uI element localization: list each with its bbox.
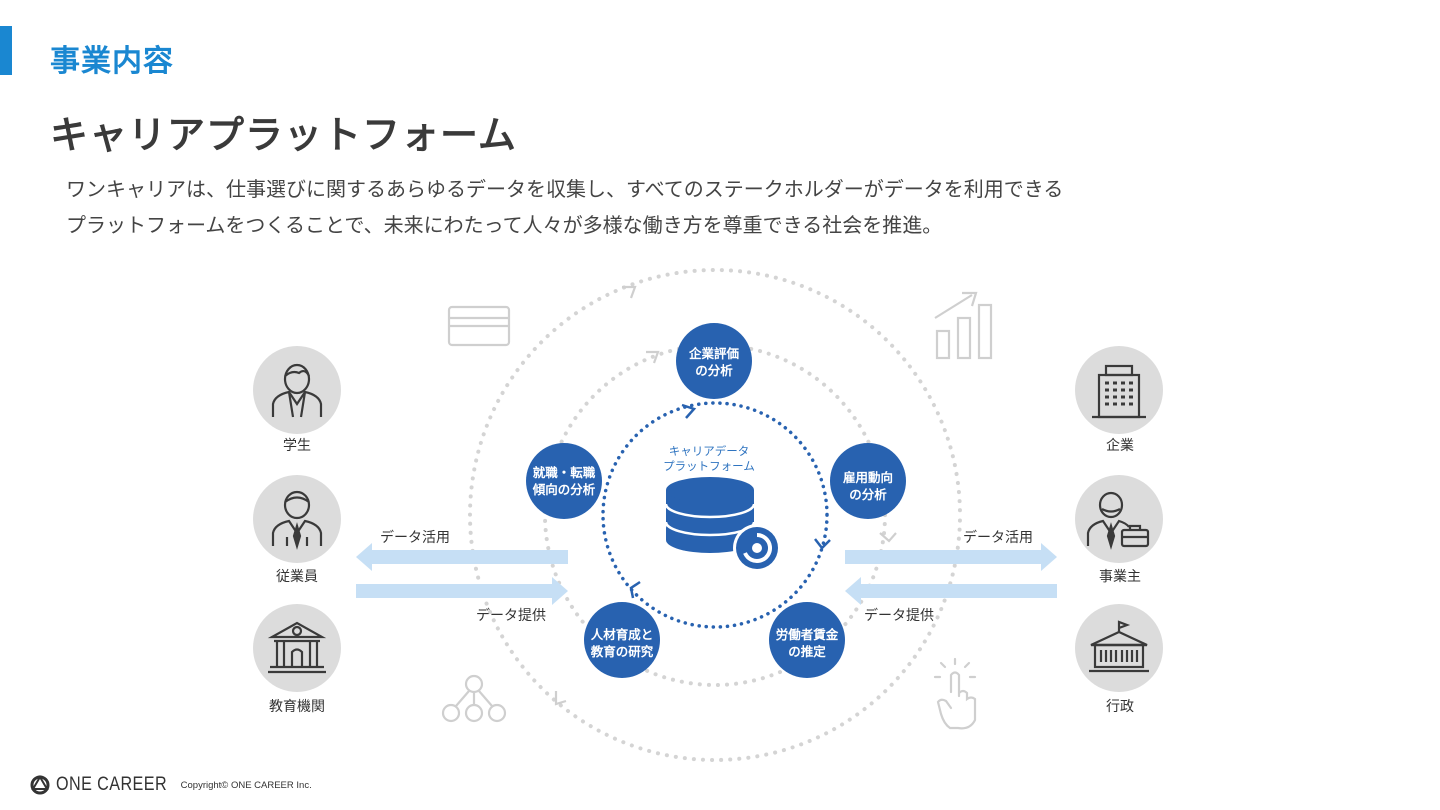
growth-chart-icon bbox=[934, 291, 993, 360]
svg-text:雇用動向: 雇用動向 bbox=[843, 470, 893, 485]
onecareer-logo-icon bbox=[30, 775, 50, 795]
stakeholder-government: 行政 bbox=[1075, 604, 1163, 715]
outer-cycle-ring bbox=[468, 268, 962, 762]
government-building-icon bbox=[1089, 620, 1149, 673]
svg-text:企業: 企業 bbox=[1106, 437, 1134, 454]
credit-card-icon bbox=[447, 305, 511, 347]
svg-text:就職・転職: 就職・転職 bbox=[533, 465, 596, 480]
node-job-trend: 就職・転職 傾向の分析 bbox=[526, 443, 602, 519]
inner-cycle-arrow-bottom bbox=[629, 580, 641, 599]
tap-hand-icon bbox=[933, 657, 977, 730]
outer-cycle-arrow bbox=[622, 285, 637, 299]
footer-copyright: Copyright© ONE CAREER Inc. bbox=[180, 779, 312, 791]
stakeholder-employer: 事業主 bbox=[1075, 475, 1163, 585]
node-wage-estimate: 労働者賃金 の推定 bbox=[769, 602, 845, 678]
svg-text:の推定: の推定 bbox=[788, 644, 826, 659]
svg-text:の分析: の分析 bbox=[695, 363, 733, 378]
node-employment-trend: 雇用動向 の分析 bbox=[830, 443, 906, 519]
svg-text:従業員: 従業員 bbox=[276, 569, 318, 585]
right-data-use-arrow bbox=[845, 543, 1057, 571]
svg-text:の分析: の分析 bbox=[849, 487, 887, 502]
svg-text:教育機関: 教育機関 bbox=[269, 699, 325, 715]
onecareer-logo-badge bbox=[733, 524, 781, 572]
office-building-icon bbox=[1092, 364, 1146, 419]
svg-text:人材育成と: 人材育成と bbox=[591, 627, 654, 642]
stakeholder-company: 企業 bbox=[1075, 346, 1163, 454]
left-data-provide-arrow bbox=[356, 577, 568, 605]
footer: ONE CAREER Copyright© ONE CAREER Inc. bbox=[30, 774, 312, 796]
employee-icon bbox=[271, 490, 323, 550]
svg-text:教育の研究: 教育の研究 bbox=[590, 644, 654, 659]
inner-cycle-arrow-top bbox=[681, 403, 697, 419]
database-icon bbox=[664, 477, 756, 553]
svg-text:労働者賃金: 労働者賃金 bbox=[776, 627, 839, 642]
employer-icon bbox=[1086, 491, 1150, 550]
student-icon bbox=[271, 363, 323, 418]
middle-cycle-arrow-right bbox=[879, 532, 897, 543]
section-accent-bar bbox=[0, 26, 12, 75]
node-talent-development: 人材育成と 教育の研究 bbox=[584, 602, 660, 678]
node-company-evaluation: 企業評価 の分析 bbox=[676, 323, 752, 399]
school-building-icon bbox=[267, 621, 327, 674]
middle-cycle-arrow bbox=[646, 350, 660, 364]
center-title-line-2: プラットフォーム bbox=[663, 459, 755, 473]
svg-text:傾向の分析: 傾向の分析 bbox=[532, 482, 596, 497]
footer-logo-text: ONE CAREER bbox=[56, 774, 168, 795]
page-title: キャリアプラットフォーム bbox=[50, 113, 517, 157]
network-nodes-icon bbox=[441, 674, 507, 723]
center-title-line-1: キャリアデータ bbox=[669, 444, 750, 458]
description-line-1: ワンキャリアは、仕事選びに関するあらゆるデータを収集し、すべてのステークホルダー… bbox=[66, 177, 1064, 201]
left-data-provide-label: データ提供 bbox=[476, 607, 546, 624]
right-data-provide-label: データ提供 bbox=[864, 607, 934, 624]
section-title: 事業内容 bbox=[50, 44, 174, 79]
stakeholder-employee: 従業員 bbox=[253, 475, 341, 585]
right-data-provide-arrow bbox=[845, 577, 1057, 605]
left-data-use-label: データ活用 bbox=[380, 529, 450, 546]
right-data-use-label: データ活用 bbox=[963, 529, 1033, 546]
inner-cycle-ring bbox=[601, 401, 829, 629]
svg-text:企業評価: 企業評価 bbox=[688, 346, 740, 361]
description: ワンキャリアは、仕事選びに関するあらゆるデータを収集し、すべてのステークホルダー… bbox=[66, 171, 1063, 243]
description-line-2: プラットフォームをつくることで、未来にわたって人々が多様な働き方を尊重できる社会… bbox=[66, 213, 943, 237]
stakeholder-student: 学生 bbox=[253, 346, 341, 454]
stakeholder-education: 教育機関 bbox=[253, 604, 341, 715]
left-data-use-arrow bbox=[356, 543, 568, 571]
svg-text:事業主: 事業主 bbox=[1099, 569, 1141, 585]
svg-text:行政: 行政 bbox=[1106, 699, 1134, 715]
svg-text:学生: 学生 bbox=[283, 438, 311, 454]
inner-cycle-arrow-right bbox=[814, 538, 831, 550]
outer-cycle-arrow-bottom bbox=[554, 691, 567, 706]
